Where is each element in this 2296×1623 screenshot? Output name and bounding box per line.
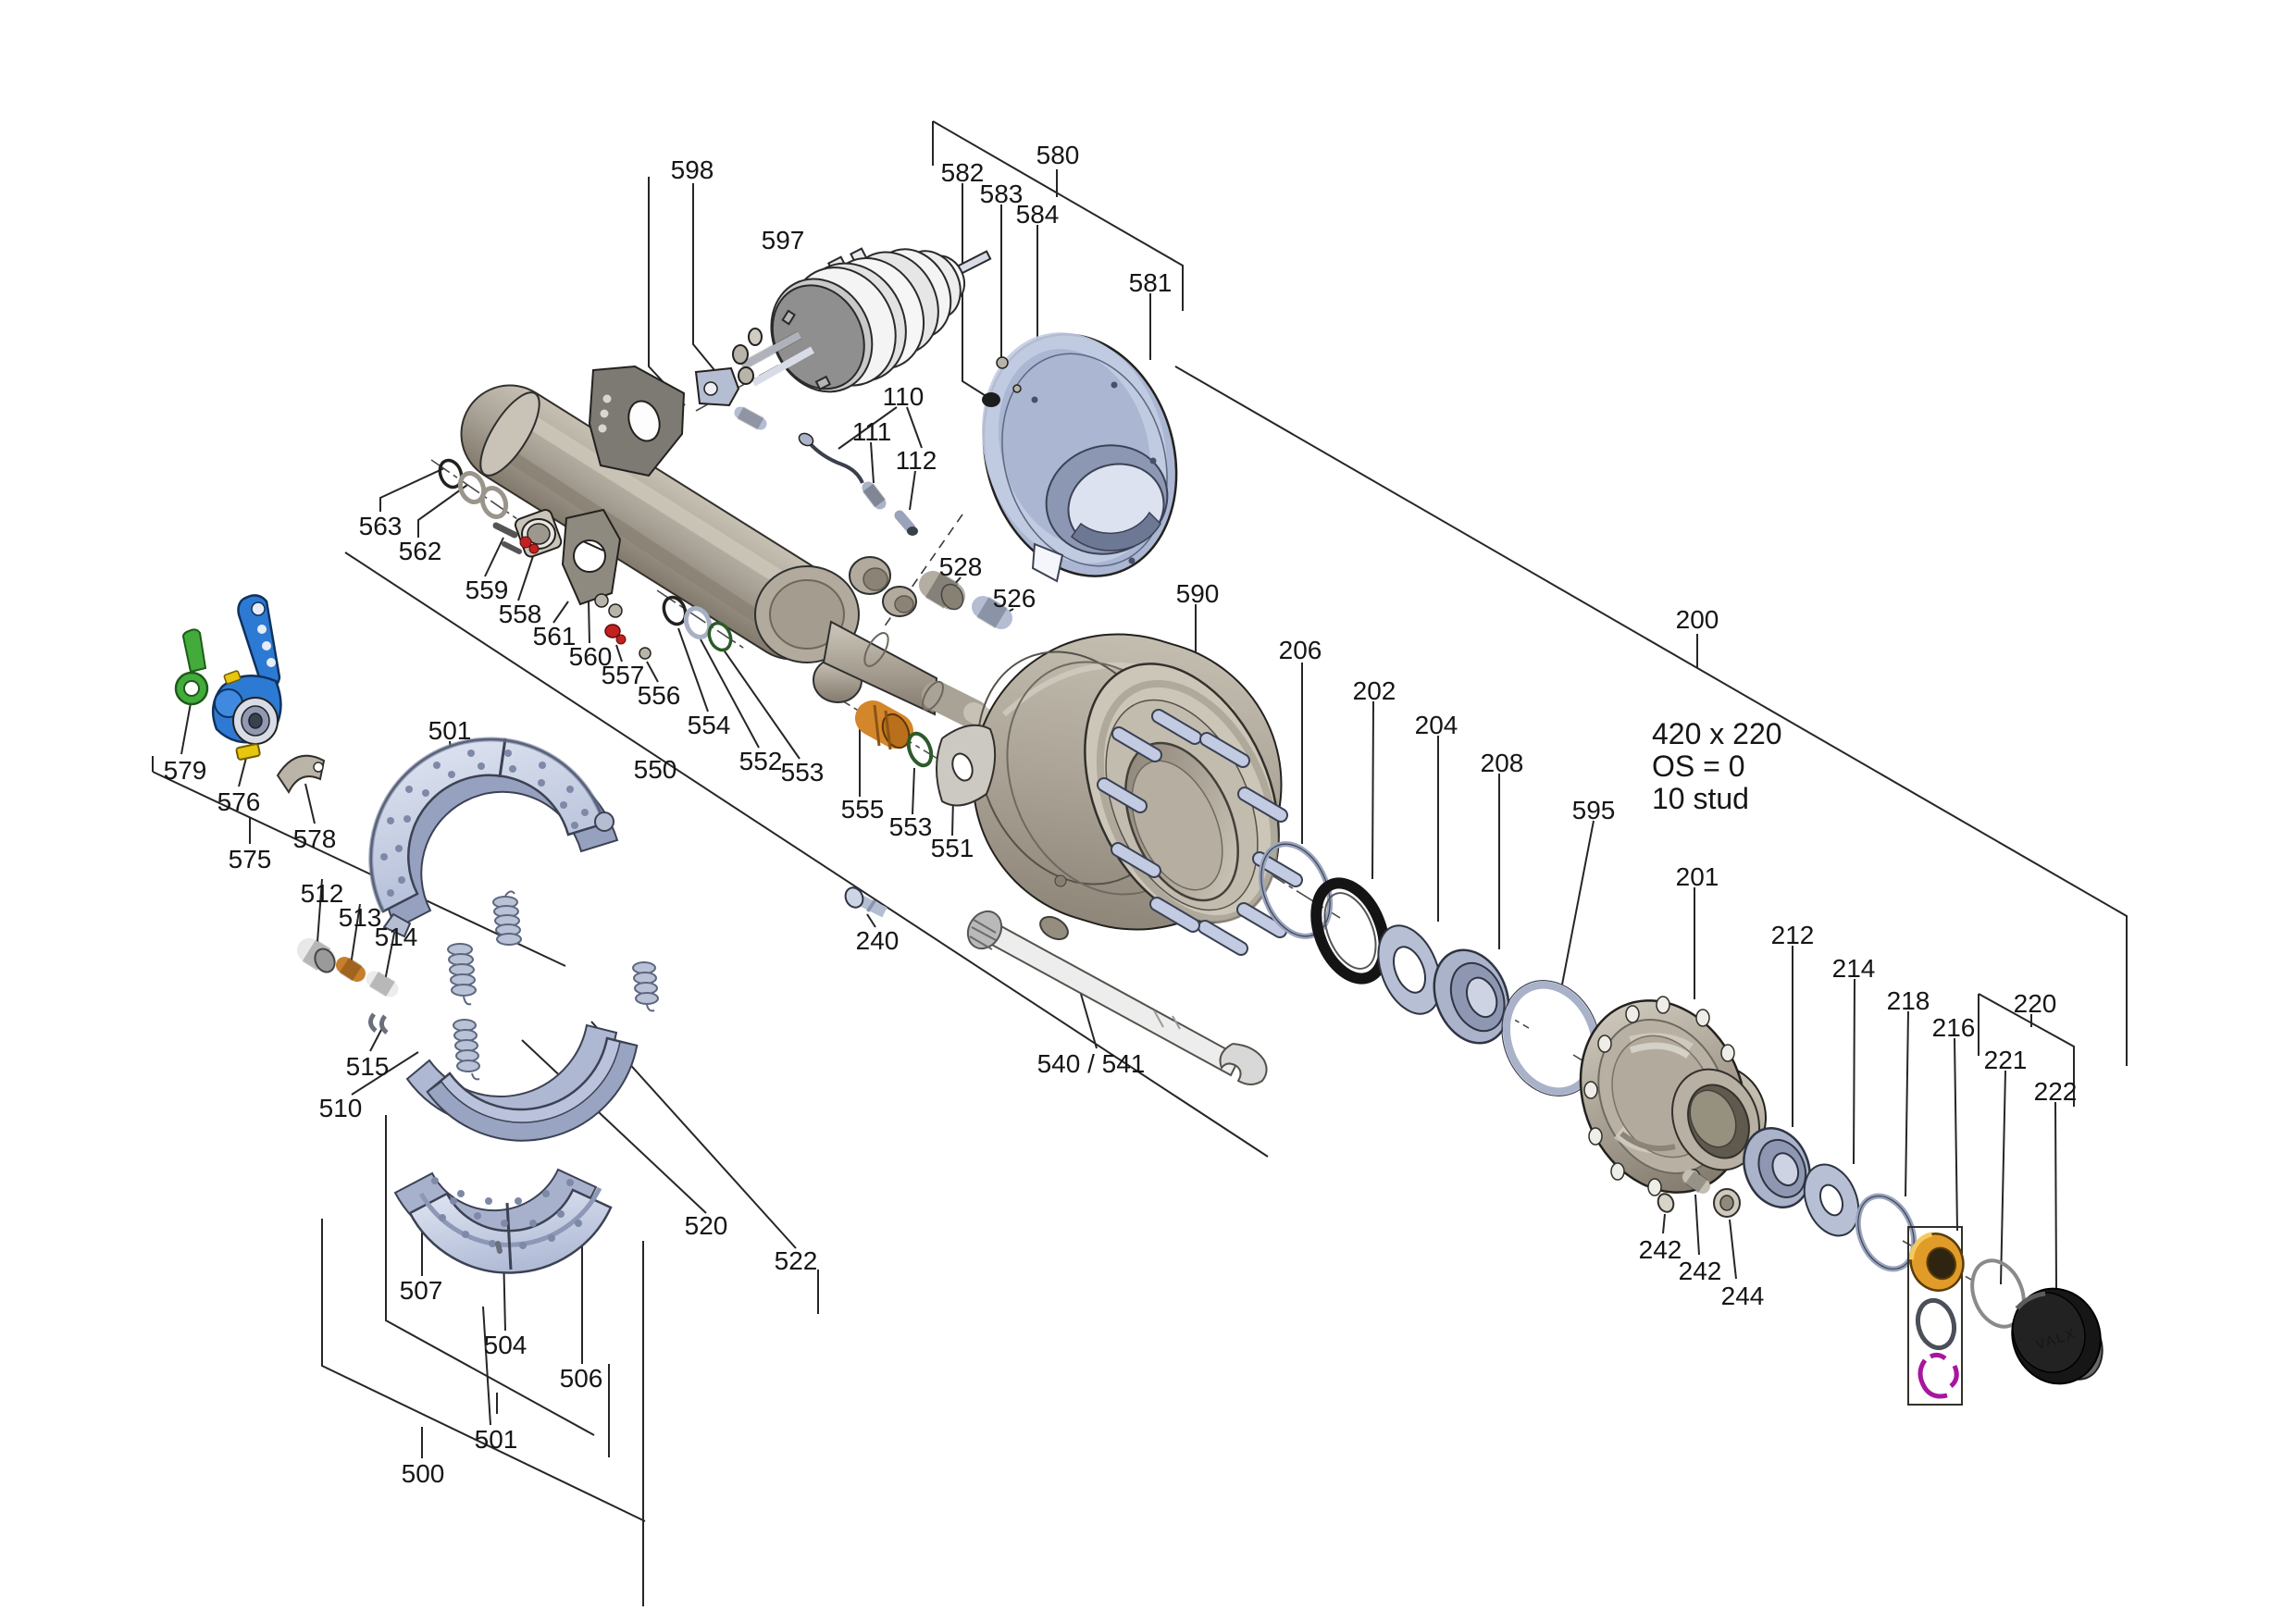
svg-text:550: 550 xyxy=(634,755,677,784)
svg-text:520: 520 xyxy=(685,1211,728,1240)
svg-text:562: 562 xyxy=(399,537,442,565)
svg-text:576: 576 xyxy=(217,787,261,816)
svg-text:526: 526 xyxy=(993,584,1036,613)
svg-text:578: 578 xyxy=(293,824,337,853)
svg-text:214: 214 xyxy=(1832,954,1876,983)
svg-text:552: 552 xyxy=(739,747,783,775)
svg-text:598: 598 xyxy=(671,155,714,184)
svg-text:111: 111 xyxy=(852,417,892,446)
svg-text:560: 560 xyxy=(569,642,613,671)
svg-text:563: 563 xyxy=(359,512,403,540)
svg-text:221: 221 xyxy=(1984,1046,2028,1074)
svg-text:512: 512 xyxy=(301,879,344,908)
svg-text:582: 582 xyxy=(941,158,985,187)
svg-text:500: 500 xyxy=(402,1459,445,1488)
svg-text:556: 556 xyxy=(638,681,681,710)
svg-text:242: 242 xyxy=(1679,1257,1722,1285)
svg-text:501: 501 xyxy=(428,716,472,745)
svg-text:551: 551 xyxy=(931,834,974,862)
svg-text:206: 206 xyxy=(1279,636,1322,664)
svg-text:513: 513 xyxy=(339,903,382,932)
svg-text:540 / 541: 540 / 541 xyxy=(1037,1049,1146,1078)
svg-text:216: 216 xyxy=(1932,1013,1976,1042)
svg-text:507: 507 xyxy=(400,1276,443,1305)
svg-text:OS = 0: OS = 0 xyxy=(1652,750,1745,783)
svg-text:204: 204 xyxy=(1415,711,1458,739)
svg-text:555: 555 xyxy=(841,795,885,824)
svg-text:240: 240 xyxy=(856,926,900,955)
svg-text:514: 514 xyxy=(375,923,418,951)
svg-text:558: 558 xyxy=(499,600,542,628)
svg-text:579: 579 xyxy=(164,756,207,785)
svg-text:595: 595 xyxy=(1572,796,1616,824)
svg-text:201: 201 xyxy=(1676,862,1719,891)
svg-text:515: 515 xyxy=(346,1052,390,1081)
svg-text:575: 575 xyxy=(229,845,272,873)
svg-text:242: 242 xyxy=(1639,1235,1682,1264)
svg-text:506: 506 xyxy=(560,1364,603,1393)
svg-text:202: 202 xyxy=(1353,676,1396,705)
svg-text:580: 580 xyxy=(1036,141,1080,169)
svg-text:554: 554 xyxy=(688,711,731,739)
svg-text:510: 510 xyxy=(319,1094,363,1122)
svg-text:561: 561 xyxy=(533,622,577,650)
svg-text:110: 110 xyxy=(883,382,925,411)
svg-text:244: 244 xyxy=(1721,1282,1765,1310)
svg-text:597: 597 xyxy=(762,226,805,254)
svg-text:553: 553 xyxy=(781,758,825,787)
svg-text:504: 504 xyxy=(484,1331,527,1359)
svg-text:581: 581 xyxy=(1129,268,1173,297)
svg-text:553: 553 xyxy=(889,812,933,841)
svg-text:220: 220 xyxy=(2014,989,2057,1018)
svg-text:522: 522 xyxy=(775,1246,818,1275)
svg-text:222: 222 xyxy=(2034,1077,2078,1106)
svg-text:590: 590 xyxy=(1176,579,1220,608)
svg-text:420 x 220: 420 x 220 xyxy=(1652,717,1782,750)
svg-text:501: 501 xyxy=(475,1425,518,1454)
svg-text:557: 557 xyxy=(602,661,645,689)
svg-text:10 stud: 10 stud xyxy=(1652,782,1749,815)
svg-text:583: 583 xyxy=(980,180,1024,208)
svg-text:528: 528 xyxy=(939,552,983,581)
svg-text:208: 208 xyxy=(1481,749,1524,777)
svg-text:559: 559 xyxy=(465,576,509,604)
svg-text:584: 584 xyxy=(1016,200,1060,229)
svg-text:200: 200 xyxy=(1676,605,1719,634)
svg-text:112: 112 xyxy=(896,446,937,475)
svg-text:212: 212 xyxy=(1771,921,1815,949)
svg-text:218: 218 xyxy=(1887,986,1930,1015)
